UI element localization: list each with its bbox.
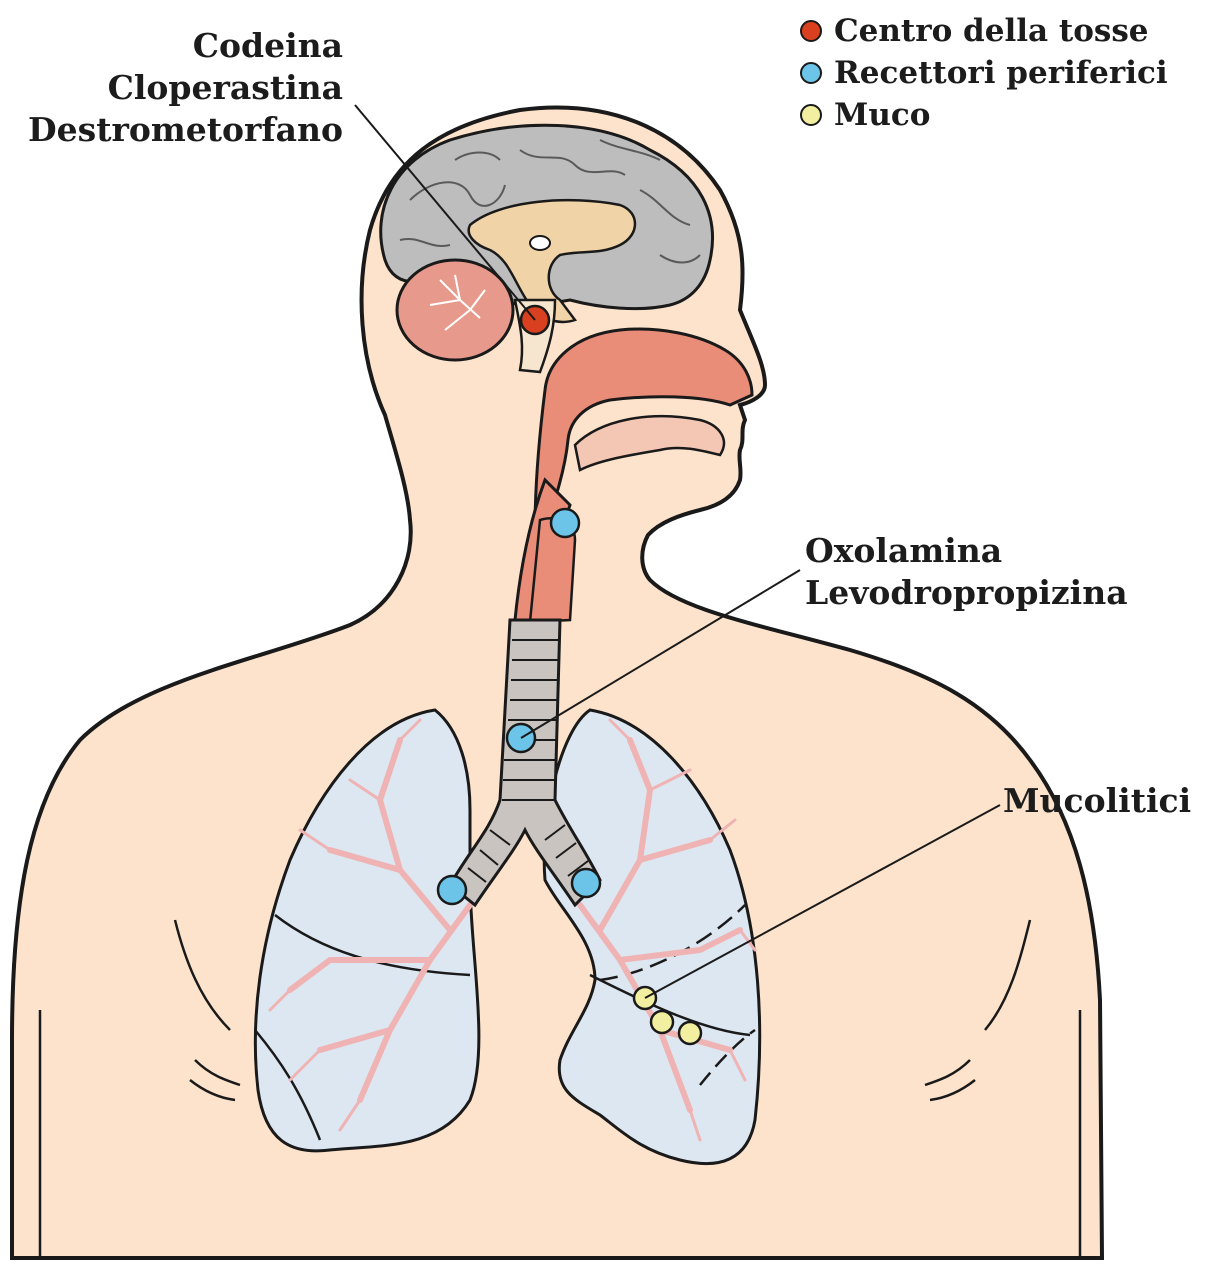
legend-label: Muco (834, 97, 930, 133)
drug-mucolitici: Mucolitici (1003, 780, 1191, 822)
drug-levodropropizina: Levodropropizina (805, 572, 1128, 614)
red-dot-icon (800, 20, 822, 42)
legend-label: Recettori periferici (834, 55, 1168, 91)
blue-dot-icon (800, 62, 822, 84)
legend-label: Centro della tosse (834, 13, 1149, 49)
mucus-dot-3 (679, 1022, 701, 1044)
legend-item-cough-center: Centro della tosse (800, 10, 1168, 52)
legend-item-mucus: Muco (800, 94, 1168, 136)
receptor-dot-left-bronchus (572, 869, 600, 897)
yellow-dot-icon (800, 104, 822, 126)
drug-oxolamina: Oxolamina (805, 530, 1128, 572)
legend-item-peripheral-receptors: Recettori periferici (800, 52, 1168, 94)
receptor-dot-larynx (551, 509, 579, 537)
mucus-drugs-label: Mucolitici (1003, 780, 1191, 822)
drug-cloperastina: Cloperastina (28, 67, 343, 109)
legend: Centro della tosse Recettori periferici … (800, 10, 1168, 136)
drug-codeina: Codeina (28, 25, 343, 67)
peripheral-drugs-label: Oxolamina Levodropropizina (805, 530, 1128, 614)
central-drugs-label: Codeina Cloperastina Destrometorfano (28, 25, 343, 151)
receptor-dot-right-bronchus (438, 876, 466, 904)
brain-ventricle (530, 236, 550, 250)
mucus-dot-2 (651, 1011, 673, 1033)
drug-destrometorfano: Destrometorfano (28, 109, 343, 151)
